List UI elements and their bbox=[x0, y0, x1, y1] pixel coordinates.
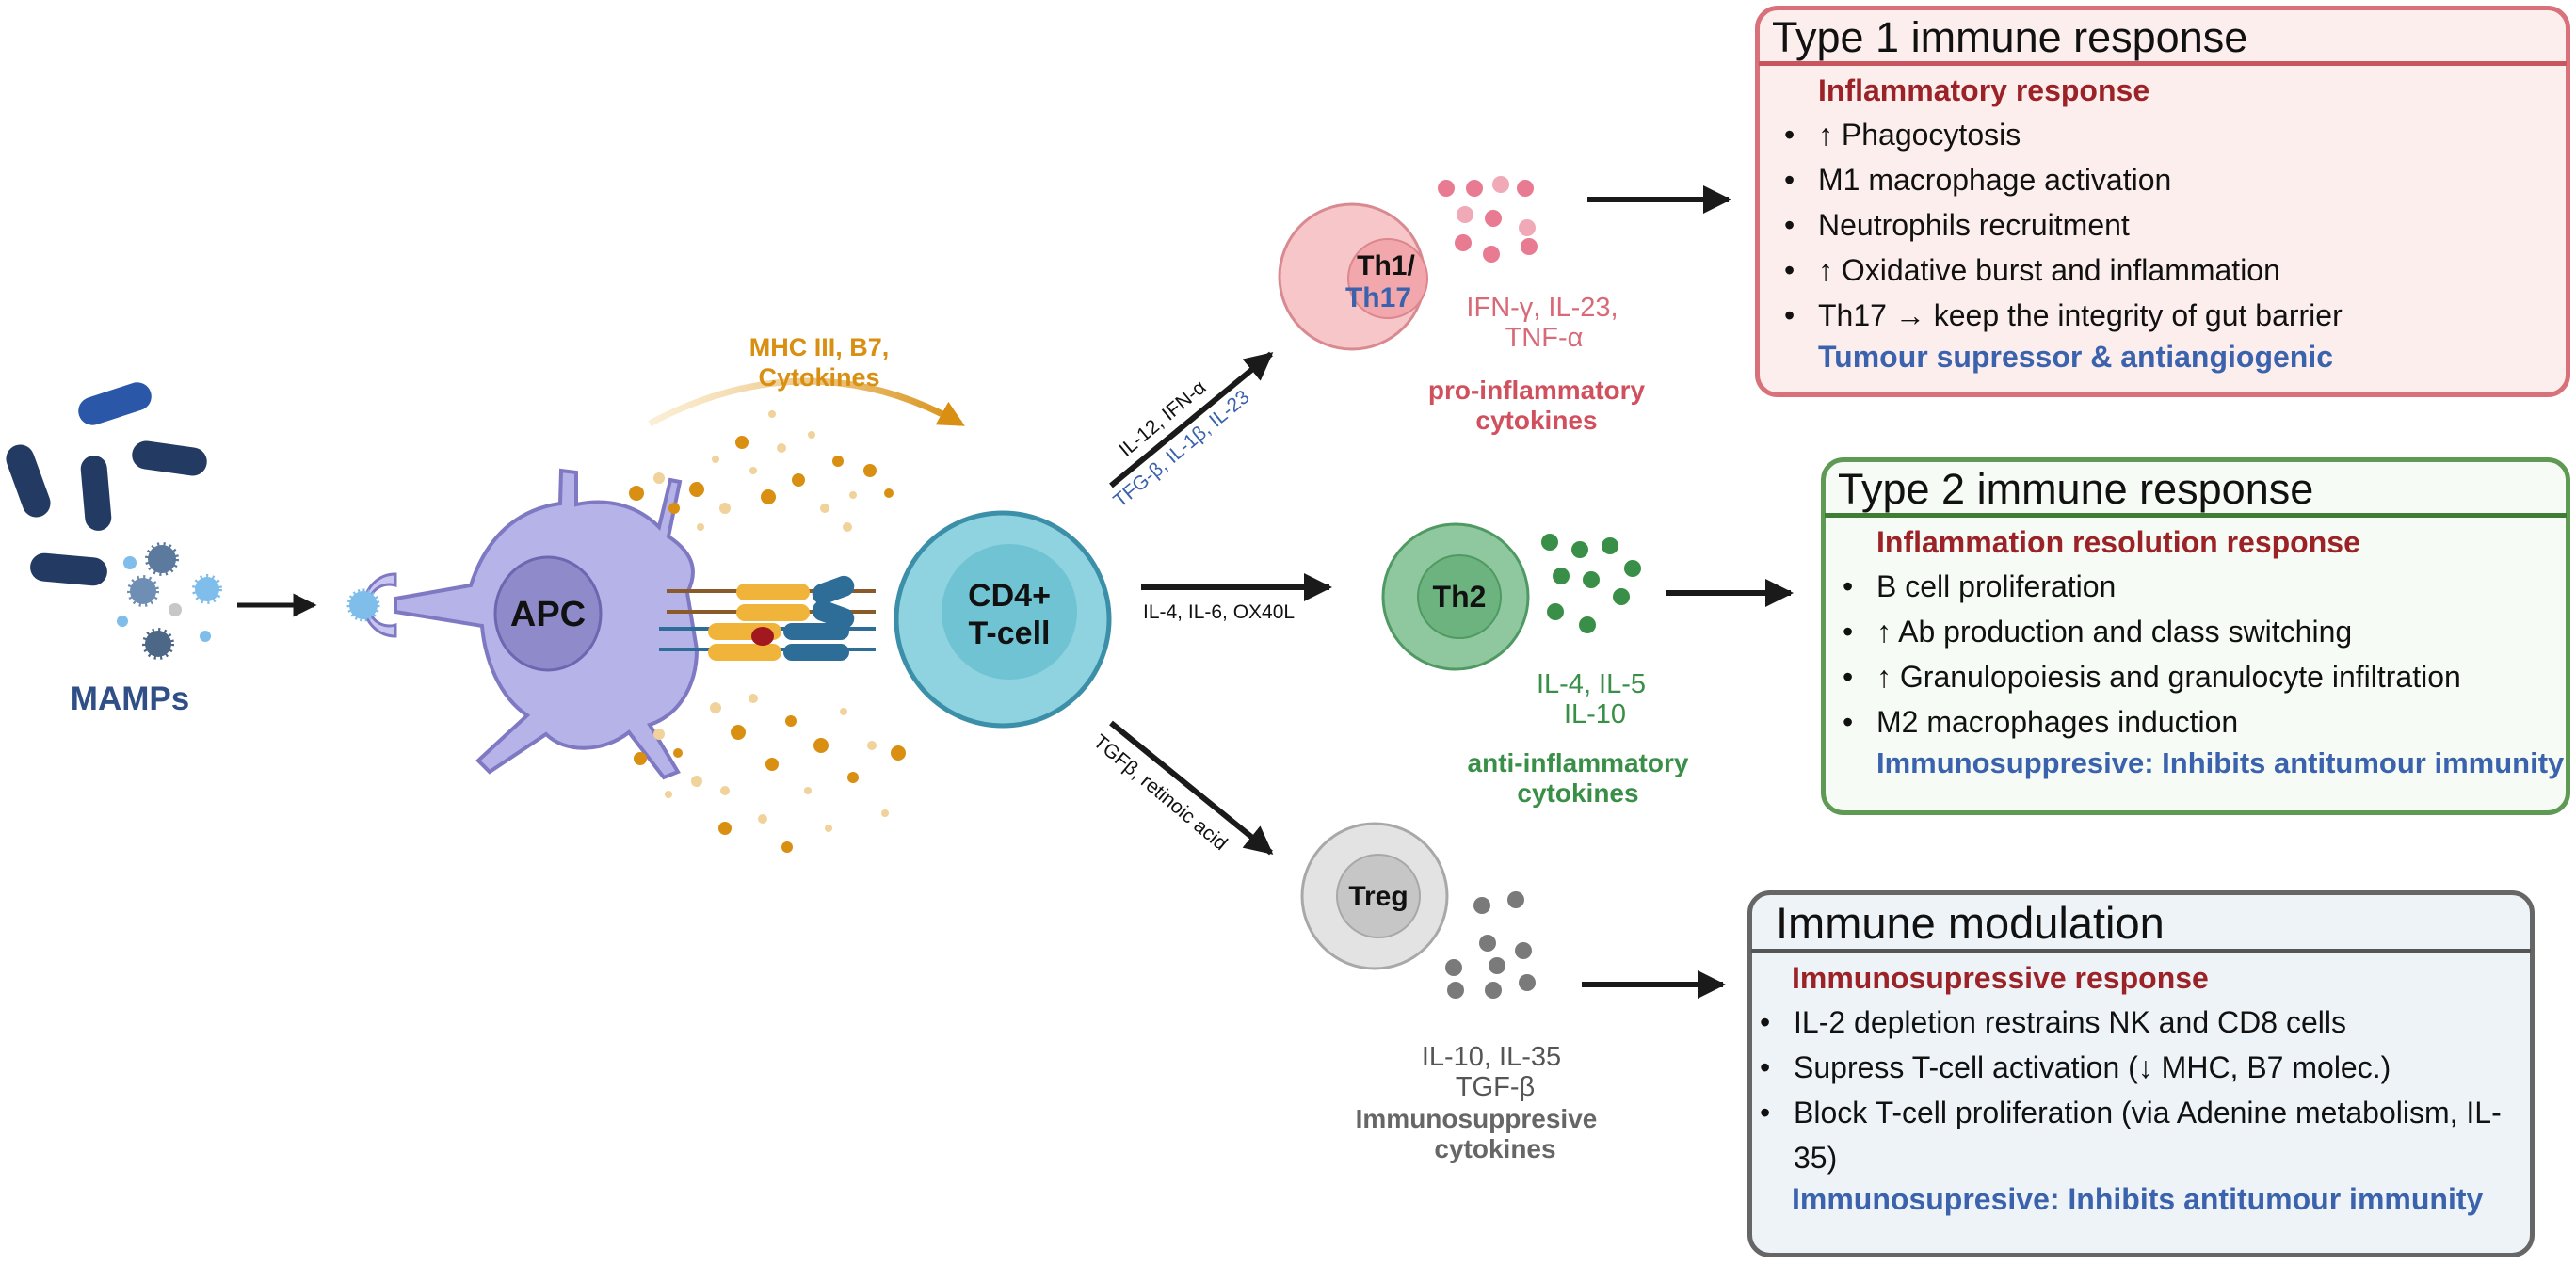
type1-item: Neutrophils recruitment bbox=[1780, 202, 2566, 248]
type2-item: M2 macrophages induction bbox=[1839, 699, 2566, 745]
mhc-label-line2: Cytokines bbox=[758, 363, 879, 392]
apc-cell: APC bbox=[346, 468, 700, 780]
type2-list: B cell proliferation ↑ Ab production and… bbox=[1826, 564, 2566, 745]
immuno-subtitle: Immunosupressive response bbox=[1792, 960, 2209, 995]
th1-type-line2: cytokines bbox=[1475, 406, 1597, 435]
th2-type-line2: cytokines bbox=[1517, 778, 1638, 808]
type1-item: ↑ Oxidative burst and inflammation bbox=[1780, 248, 2566, 293]
type1-item: Th17 → keep the integrity of gut barrier bbox=[1780, 293, 2566, 338]
immunosuppressive-dots bbox=[1445, 891, 1536, 999]
mamps-group: MAMPs bbox=[6, 382, 222, 717]
virus-particle bbox=[145, 542, 179, 576]
th2-type-line1: anti-inflammatory bbox=[1468, 748, 1689, 777]
type2-title: Type 2 immune response bbox=[1825, 462, 2567, 519]
arrow-to-th1 bbox=[1109, 351, 1274, 488]
type1-response-box: Type 1 immune response Inflammatory resp… bbox=[1755, 6, 2570, 397]
treg-nucleus bbox=[1336, 854, 1421, 938]
tcr-molecule bbox=[812, 600, 855, 630]
tcell-label-line2: T-cell bbox=[969, 616, 1051, 651]
type1-title: Type 1 immune response bbox=[1759, 10, 2567, 67]
type2-subtitle: Inflammation resolution response bbox=[1876, 525, 2360, 560]
apc-cytokine-dots bbox=[629, 410, 906, 853]
treg-cytokines-line2: TGF-β bbox=[1456, 1072, 1535, 1102]
type2-response-box: Type 2 immune response Inflammation reso… bbox=[1821, 457, 2570, 815]
mhc-curve-arrow bbox=[648, 377, 965, 427]
cd28-molecule bbox=[783, 623, 849, 640]
apc-label: APC bbox=[510, 595, 586, 634]
type1-list: ↑ Phagocytosis M1 macrophage activation … bbox=[1760, 112, 2566, 338]
bacterium-rod bbox=[132, 440, 207, 476]
th2-nucleus bbox=[1417, 554, 1502, 639]
treg-cell: Treg bbox=[1300, 822, 1449, 970]
type1-item: M1 macrophage activation bbox=[1780, 157, 2566, 202]
immuno-item: IL-2 depletion restrains NK and CD8 cell… bbox=[1756, 1000, 2507, 1045]
immuno-item: Supress T-cell activation (↓ MHC, B7 mol… bbox=[1756, 1045, 2507, 1090]
arrow-mid-label: IL-4, IL-6, OX40L bbox=[1143, 601, 1295, 623]
th1-label-line2: Th17 bbox=[1345, 282, 1411, 313]
th2-cell: Th2 bbox=[1381, 522, 1530, 671]
cd4-tcell: CD4+ T-cell bbox=[894, 510, 1112, 729]
antigen bbox=[751, 627, 774, 646]
th1-cytokines-line1: IFN-γ, IL-23, bbox=[1466, 293, 1618, 323]
tcr-molecule bbox=[812, 575, 855, 605]
treg-cytokines-line1: IL-10, IL-35 bbox=[1422, 1042, 1561, 1072]
immuno-title: Immune modulation bbox=[1751, 895, 2531, 953]
th1-nucleus bbox=[1347, 238, 1428, 319]
arrow-to-treg bbox=[1109, 720, 1274, 856]
type2-item: ↑ Ab production and class switching bbox=[1839, 609, 2566, 654]
type1-footer: Tumour supressor & antiangiogenic bbox=[1818, 340, 2334, 375]
apc-nucleus bbox=[493, 555, 603, 672]
tcell-nucleus bbox=[942, 544, 1077, 680]
cd28-molecule bbox=[783, 644, 849, 661]
immune-modulation-box: Immune modulation Immunosupressive respo… bbox=[1747, 890, 2535, 1257]
virus-particle bbox=[169, 603, 182, 616]
bacterium-rod bbox=[6, 444, 51, 518]
virus-particle bbox=[127, 575, 159, 607]
arrow-bottom-label: TGFβ, retinoic acid bbox=[1089, 730, 1232, 855]
treg-type-line2: cytokines bbox=[1434, 1134, 1555, 1163]
th1-label-line1: Th1/ bbox=[1357, 250, 1415, 281]
virus-particle bbox=[142, 628, 174, 660]
anti-inflammatory-dots bbox=[1541, 534, 1641, 633]
virus-particle bbox=[192, 574, 222, 604]
mhc-molecule bbox=[736, 604, 810, 621]
virus-particle bbox=[123, 556, 137, 569]
type1-item: ↑ Phagocytosis bbox=[1780, 112, 2566, 157]
bacterium-rod bbox=[30, 552, 107, 586]
immune-synapse bbox=[659, 575, 876, 661]
tcell-label-line1: CD4+ bbox=[968, 578, 1051, 614]
type2-item: ↑ Granulopoiesis and granulocyte infiltr… bbox=[1839, 654, 2566, 699]
th2-cytokines-line2: IL-10 bbox=[1564, 699, 1626, 729]
th2-label: Th2 bbox=[1433, 580, 1487, 614]
pro-inflammatory-dots bbox=[1438, 176, 1538, 263]
th2-cytokines-line1: IL-4, IL-5 bbox=[1537, 669, 1646, 699]
b7-molecule bbox=[708, 644, 781, 661]
th1-cytokines-line2: TNF-α bbox=[1505, 323, 1584, 353]
immuno-list: IL-2 depletion restrains NK and CD8 cell… bbox=[1752, 1000, 2530, 1180]
mhc-molecule bbox=[736, 584, 810, 600]
bacterium-rod bbox=[80, 456, 112, 531]
type2-item: B cell proliferation bbox=[1839, 564, 2566, 609]
mhc-label-line1: MHC III, B7, bbox=[749, 333, 890, 361]
treg-type-line1: Immunosuppresive bbox=[1356, 1104, 1598, 1133]
virus-particle bbox=[117, 616, 128, 627]
immuno-item: Block T-cell proliferation (via Adenine … bbox=[1756, 1090, 2507, 1180]
receptor-bound-microbe bbox=[346, 588, 380, 622]
type2-footer: Immunosuppresive: Inhibits antitumour im… bbox=[1876, 746, 2565, 780]
virus-particle bbox=[200, 631, 211, 642]
th1-type-line1: pro-inflammatory bbox=[1428, 376, 1646, 405]
immuno-footer: Immunosupresive: Inhibits antitumour imm… bbox=[1792, 1181, 2484, 1216]
type1-subtitle: Inflammatory response bbox=[1818, 73, 2150, 108]
bacterium-rod bbox=[78, 382, 152, 425]
treg-label: Treg bbox=[1348, 881, 1408, 912]
th1-th17-cell: Th1/ Th17 bbox=[1278, 202, 1428, 351]
mamps-label: MAMPs bbox=[71, 681, 189, 717]
